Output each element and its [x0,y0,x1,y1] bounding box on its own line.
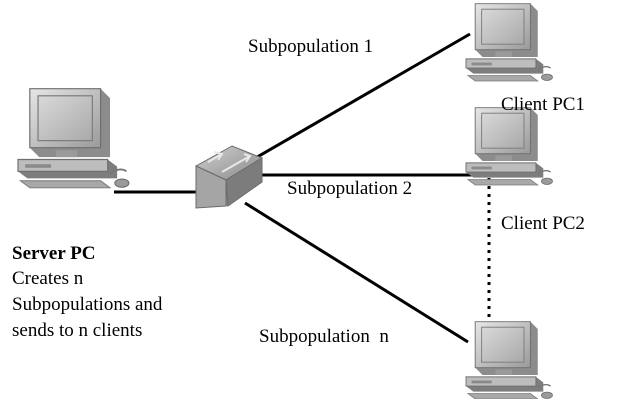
subpopulation-n-label: Subpopulation n [259,326,389,347]
client-pc1-label: Client PC1 [501,94,585,115]
server-pc-title: Server PC [12,243,96,264]
server-desc-line-1: Creates n [12,268,84,289]
connection-lines [114,32,488,344]
link-switch-clientn [244,201,469,344]
subpopulation-2-label: Subpopulation 2 [287,178,413,199]
subpopulation-1-label: Subpopulation 1 [248,36,374,57]
server-desc-line-3: sends to n clients [12,320,143,341]
client-pc1-icon [465,2,554,82]
link-switch-client1 [251,32,471,162]
client-pcn-icon [465,320,554,400]
server-pc-icon [17,87,130,189]
server-desc-line-2: Subpopulations and [12,294,163,315]
client-pc2-label: Client PC2 [501,213,585,234]
network-switch-icon [194,145,264,209]
client-pc2-icon [465,106,554,186]
